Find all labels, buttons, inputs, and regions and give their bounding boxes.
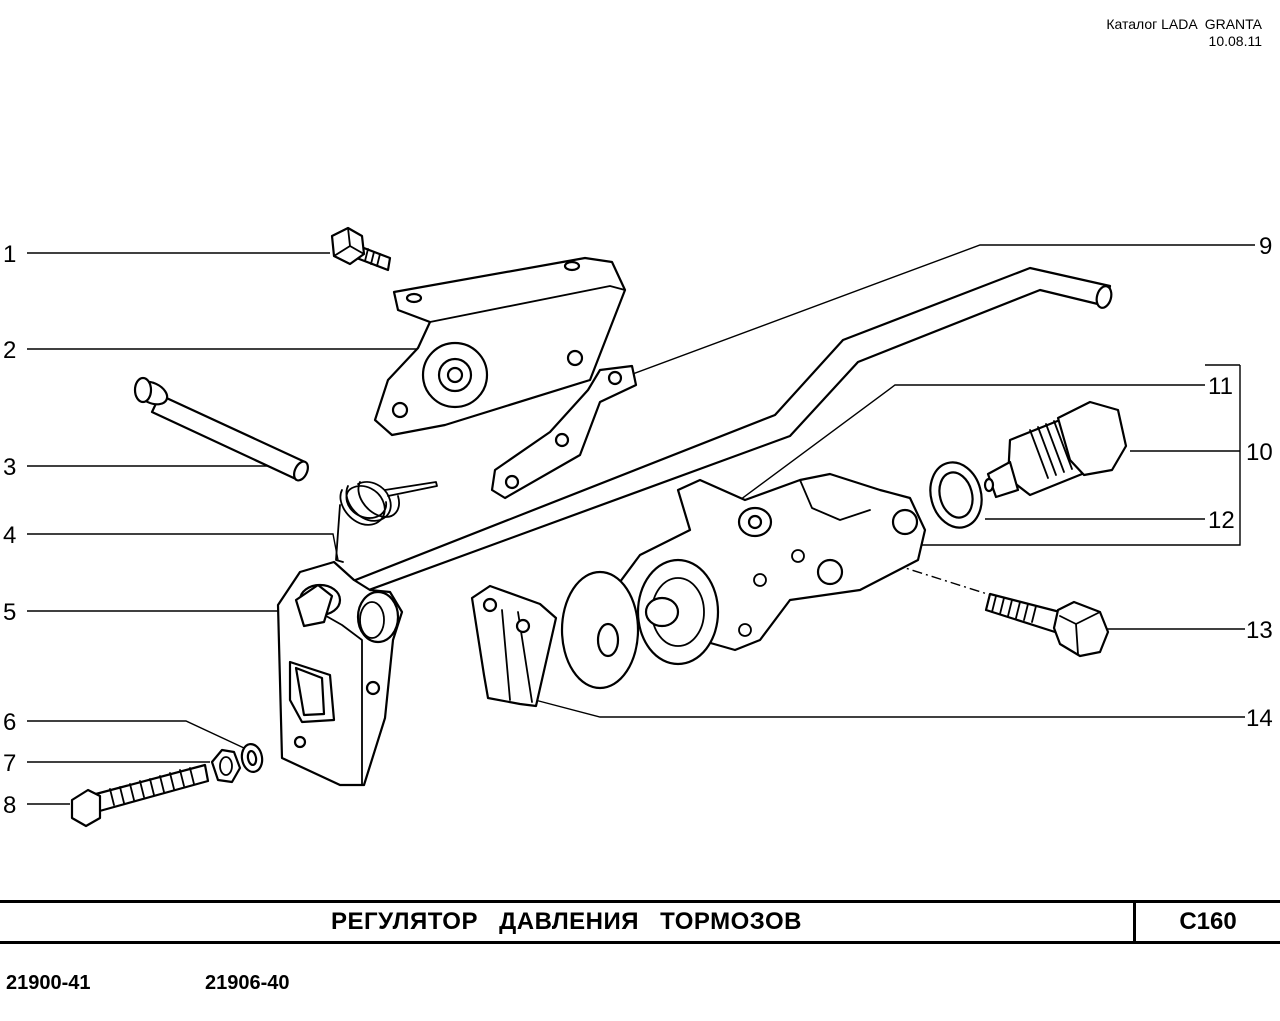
part-4-spring bbox=[335, 481, 438, 563]
callout-9: 9 bbox=[1259, 233, 1272, 260]
callout-4: 4 bbox=[3, 522, 16, 549]
model-code-1: 21900-41 bbox=[6, 972, 91, 994]
callout-6: 6 bbox=[3, 709, 16, 736]
callout-12: 12 bbox=[1208, 507, 1235, 534]
callout-5: 5 bbox=[3, 599, 16, 626]
leader-lines bbox=[27, 244, 1255, 805]
callout-7: 7 bbox=[3, 750, 16, 777]
page-code: C160 bbox=[1179, 908, 1237, 935]
callout-numbers: 1 2 3 4 5 6 7 8 9 10 11 12 13 14 bbox=[3, 233, 1273, 819]
callout-1: 1 bbox=[3, 241, 16, 268]
assembly-title: РЕГУЛЯТОР ДАВЛЕНИЯ ТОРМОЗОВ bbox=[331, 908, 802, 935]
callout-8: 8 bbox=[3, 792, 16, 819]
exploded-parts-diagram: 1 2 3 4 5 6 7 8 9 10 11 12 13 14 bbox=[3, 226, 1273, 828]
catalog-date: 10.08.11 bbox=[1208, 33, 1262, 49]
model-code-2: 21906-40 bbox=[205, 972, 290, 994]
part-6-washer bbox=[240, 743, 264, 773]
part-9-rod bbox=[328, 266, 1113, 604]
part-1-bolt bbox=[330, 226, 392, 272]
part-8-bolt bbox=[70, 763, 210, 828]
catalog-name: Каталог LADA GRANTA bbox=[1106, 16, 1262, 32]
part-14-bracket bbox=[470, 584, 558, 708]
callout-11: 11 bbox=[1208, 373, 1233, 400]
part-5-bracket bbox=[276, 560, 404, 787]
part-13-bolt bbox=[984, 592, 1110, 658]
catalog-header: Каталог LADA GRANTA 10.08.11 bbox=[1106, 16, 1262, 50]
part-2-bracket bbox=[373, 256, 627, 437]
part-11-regulator-body bbox=[560, 472, 927, 690]
callout-3: 3 bbox=[3, 454, 16, 481]
callout-13: 13 bbox=[1246, 617, 1273, 644]
title-separator bbox=[1133, 903, 1136, 941]
callout-2: 2 bbox=[3, 337, 16, 364]
callout-14: 14 bbox=[1246, 705, 1273, 732]
part-3-pin bbox=[133, 376, 309, 482]
model-codes: 21900-41 21906-40 bbox=[0, 972, 1280, 998]
part-10-valve-plug bbox=[983, 400, 1128, 499]
part-12-washer bbox=[929, 461, 983, 529]
part-7-nut bbox=[210, 748, 242, 784]
title-bar: РЕГУЛЯТОР ДАВЛЕНИЯ ТОРМОЗОВ C160 bbox=[0, 900, 1280, 944]
callout-10: 10 bbox=[1246, 439, 1273, 466]
